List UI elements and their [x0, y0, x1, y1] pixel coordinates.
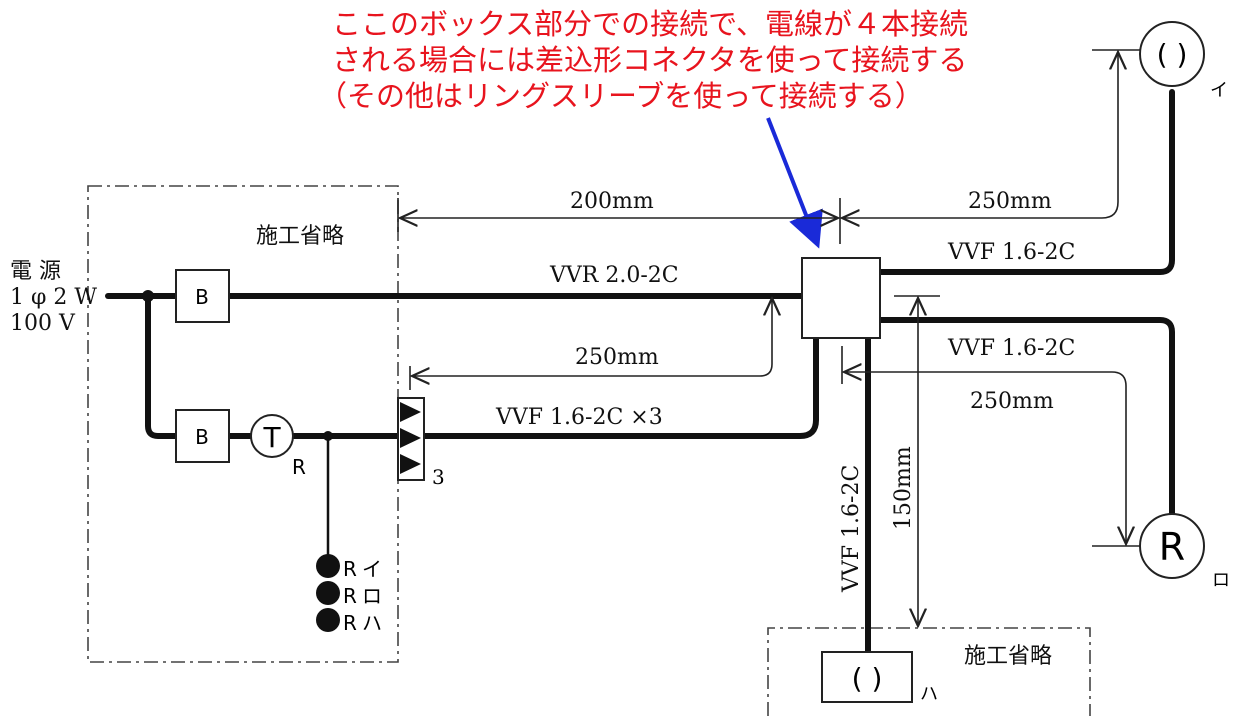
light-ro-symbol: R — [1159, 525, 1185, 569]
annotation-line-2: される場合には差込形コネクタを使って接続する — [332, 43, 967, 77]
dimension-250mm-terminal: 250mm — [409, 298, 772, 390]
transformer-symbol: T R — [250, 414, 306, 479]
terminal-block: 3 — [397, 397, 445, 489]
dimension-150mm-label: 150mm — [891, 446, 916, 530]
omitted-area-bottom — [767, 627, 1091, 716]
omitted-label-left: 施工省略 — [256, 224, 344, 249]
power-source-line-1: 電 源 — [10, 259, 61, 284]
light-ro: R ロ — [1139, 513, 1230, 591]
cable-to-ro-label: VVF 1.6-2C — [947, 336, 1075, 361]
relay-label-2: ロ — [362, 584, 382, 608]
relay-label-1: イ — [362, 557, 382, 581]
light-i-symbol: ( ) — [1157, 38, 1188, 71]
dimension-250mm-ro-label: 250mm — [970, 389, 1054, 414]
light-ha-label: ハ — [920, 684, 938, 705]
light-ha: ( ) ハ — [821, 651, 938, 705]
omitted-label-bottom: 施工省略 — [964, 644, 1052, 669]
relay-symbol-3: R — [343, 611, 357, 635]
dimension-150mm: 150mm — [891, 295, 940, 626]
transformer-label: T — [262, 421, 281, 454]
junction-dot — [142, 290, 154, 302]
relay-dot — [316, 608, 340, 632]
relay-label-3: ハ — [362, 611, 382, 635]
relay-dot — [316, 581, 340, 605]
breaker-bottom: B — [175, 409, 230, 463]
relay-group: R イ R ロ R ハ — [316, 554, 382, 635]
light-ro-label: ロ — [1212, 570, 1230, 591]
dimension-250mm-ro: 250mm — [841, 346, 1140, 547]
dimension-250mm-i: 250mm — [842, 49, 1140, 218]
annotation-arrow — [766, 117, 823, 249]
cable-bundle-label: VVF 1.6-2C ×3 — [495, 405, 663, 430]
dimension-200mm: 200mm — [397, 189, 841, 244]
annotation-line-1: ここのボックス部分での接続で、電線が４本接続 — [332, 7, 968, 41]
power-source-line-3: 100 V — [10, 311, 76, 336]
relay-symbol-2: R — [343, 584, 357, 608]
cable-main-label: VVR 2.0-2C — [549, 263, 679, 288]
power-source-label: 電 源 1 φ 2 W 100 V — [10, 259, 97, 336]
light-i: ( ) イ — [1139, 21, 1228, 101]
relay-symbol-1: R — [343, 557, 357, 581]
dimension-250mm-terminal-label: 250mm — [575, 345, 659, 370]
breaker-top: B — [175, 269, 230, 323]
terminal-count: 3 — [432, 465, 445, 489]
annotation-note: ここのボックス部分での接続で、電線が４本接続 される場合には差込形コネクタを使っ… — [318, 7, 968, 113]
breaker-top-label: B — [195, 285, 209, 309]
dimension-250mm-i-label: 250mm — [968, 189, 1052, 214]
dimension-200mm-label: 200mm — [570, 189, 654, 214]
transformer-sub-label: R — [292, 455, 306, 479]
light-i-label: イ — [1210, 80, 1228, 101]
power-source-line-2: 1 φ 2 W — [10, 285, 97, 310]
annotation-line-3: （その他はリングスリーブを使って接続する） — [318, 79, 924, 113]
cable-to-i-label: VVF 1.6-2C — [947, 240, 1075, 265]
breaker-bottom-label: B — [195, 425, 209, 449]
cable-to-ha-label: VVF 1.6-2C — [839, 465, 864, 593]
relay-dot — [316, 554, 340, 578]
junction-box — [801, 257, 881, 339]
light-ha-symbol: ( ) — [852, 662, 883, 695]
junction-dot — [323, 431, 333, 441]
